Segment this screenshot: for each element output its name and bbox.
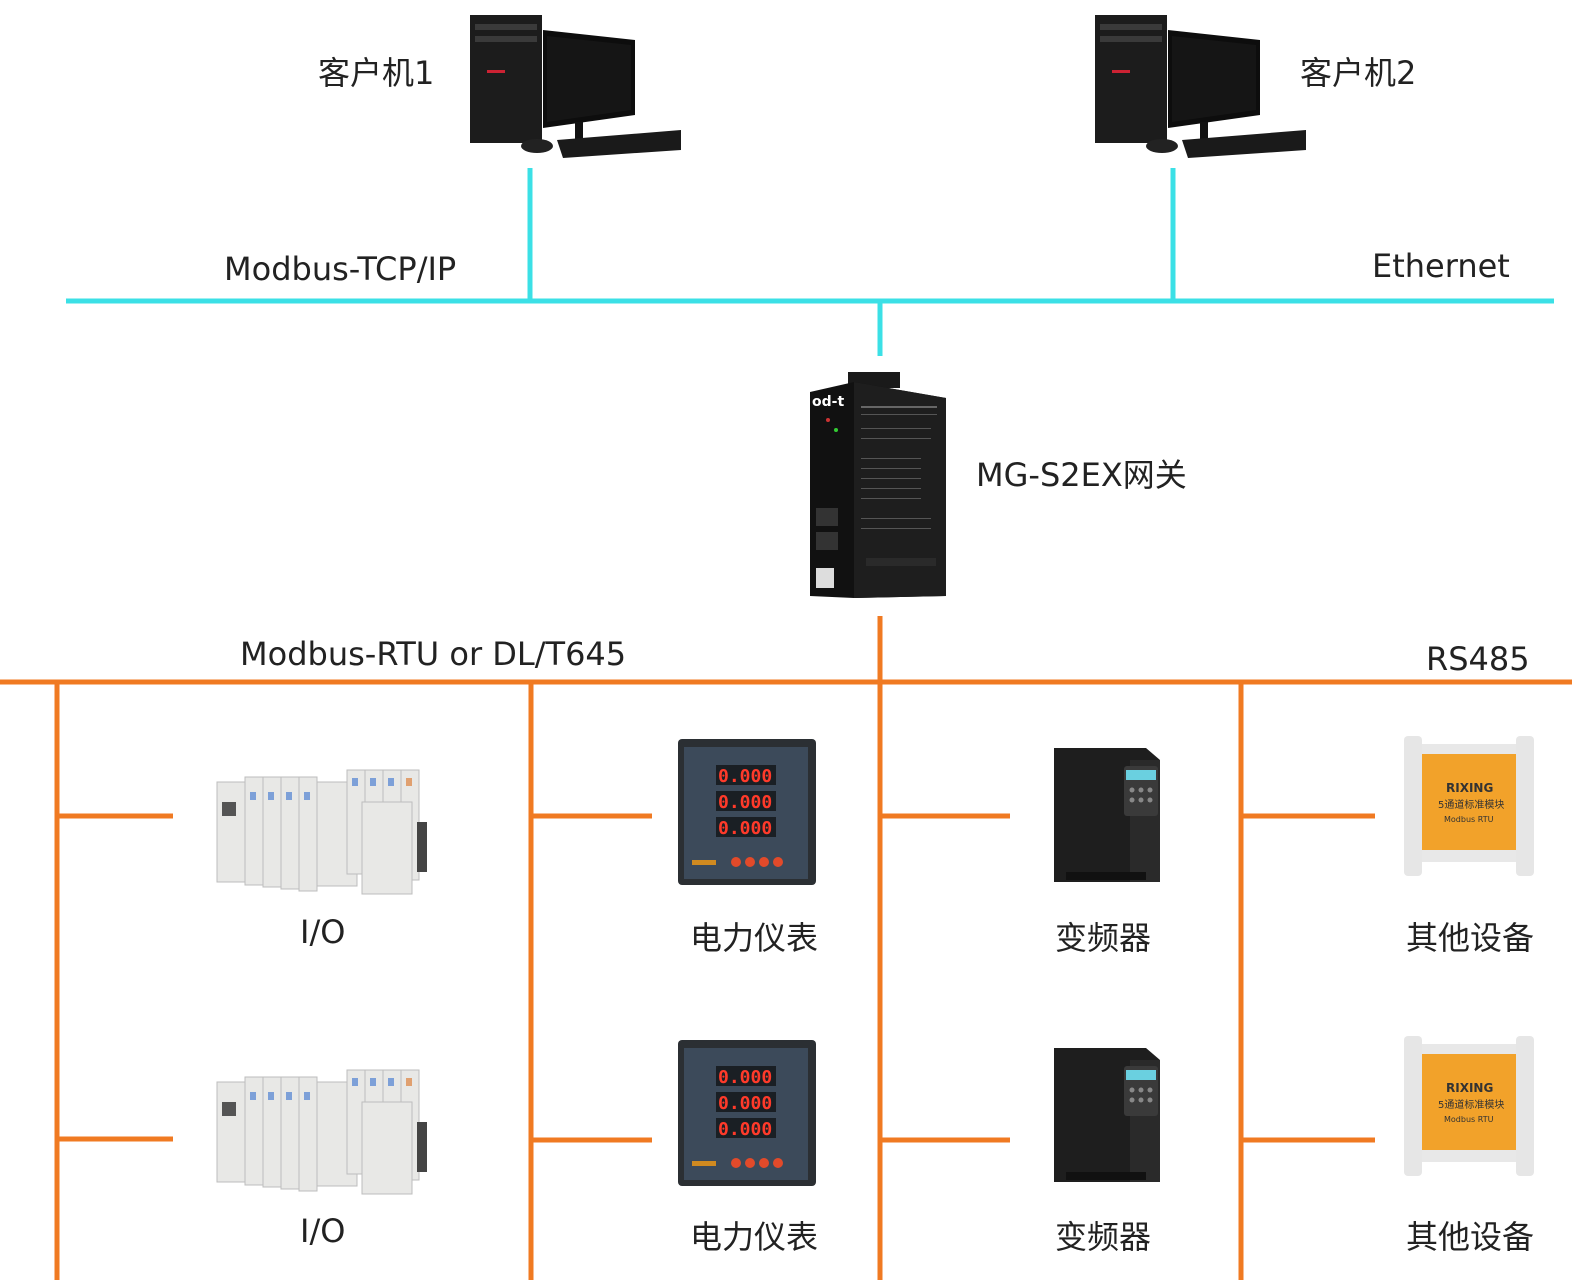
device-label: 其他设备 [1406, 919, 1535, 957]
frequency-inverter-icon [1054, 748, 1160, 882]
meter-readout: 0.000 [718, 1067, 772, 1088]
ethernet-network-label: Ethernet [1372, 247, 1510, 285]
ethernet-protocol-label: Modbus-TCP/IP [224, 250, 457, 288]
frequency-inverter-icon [1054, 1048, 1160, 1182]
meter-readout: 0.000 [718, 766, 772, 787]
module-name: 5通道标准模块 [1438, 798, 1504, 811]
device-label: 电力仪表 [690, 919, 819, 957]
io-module-icon [216, 1069, 427, 1195]
meter-readout: 0.000 [718, 818, 772, 839]
serial-network-label: RS485 [1426, 640, 1530, 678]
device-label: 变频器 [1055, 1218, 1152, 1256]
client-label: 客户机1 [318, 54, 435, 92]
device-label: I/O [300, 913, 346, 951]
device-label: 变频器 [1055, 919, 1152, 957]
module-protocol: Modbus RTU [1444, 815, 1494, 824]
meter-readout: 0.000 [718, 1119, 772, 1140]
power-meter-icon: 0.000 0.000 0.000 [678, 739, 816, 885]
meter-readout: 0.000 [718, 792, 772, 813]
module-brand: RIXING [1446, 1081, 1493, 1095]
gateway-device-icon: od-t [810, 372, 946, 598]
module-protocol: Modbus RTU [1444, 1115, 1494, 1124]
desktop-computer-icon [470, 15, 681, 158]
device-label: 其他设备 [1406, 1218, 1535, 1256]
client-label: 客户机2 [1300, 54, 1417, 92]
device-label: I/O [300, 1212, 346, 1250]
module-brand: RIXING [1446, 781, 1493, 795]
brand-logo: od-t [812, 394, 844, 410]
gateway-label: MG-S2EX网关 [976, 456, 1187, 494]
io-module-icon [216, 769, 427, 895]
desktop-computer-icon [1095, 15, 1306, 158]
power-meter-icon: 0.000 0.000 0.000 [678, 1040, 816, 1186]
module-name: 5通道标准模块 [1438, 1098, 1504, 1111]
signal-module-icon: RIXING 5通道标准模块 Modbus RTU [1404, 736, 1534, 876]
signal-module-icon: RIXING 5通道标准模块 Modbus RTU [1404, 1036, 1534, 1176]
meter-readout: 0.000 [718, 1093, 772, 1114]
device-label: 电力仪表 [690, 1218, 819, 1256]
serial-protocol-label: Modbus-RTU or DL/T645 [240, 635, 627, 673]
